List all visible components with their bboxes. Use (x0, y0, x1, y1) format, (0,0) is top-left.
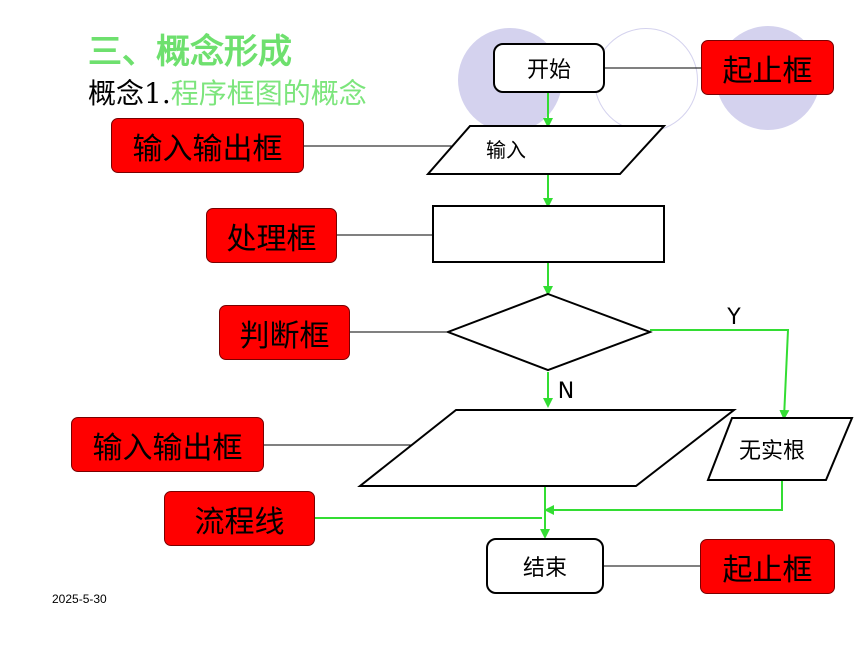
subtitle-rest: 程序框图的概念 (170, 77, 367, 110)
start-text: 开始 (527, 58, 571, 83)
subtitle-lead: 概念1. (88, 77, 171, 110)
output-parallelogram (357, 409, 737, 487)
slide-date: 2025-5-30 (52, 592, 107, 606)
tag-io-bottom: 输入输出框 (71, 417, 264, 472)
process-box (432, 205, 665, 263)
start-terminal (493, 43, 605, 93)
flow-decision-yes-branch (650, 329, 790, 420)
slide-title: 三、概念形成 (88, 32, 292, 72)
tag-terminal-top: 起止框 (701, 40, 834, 95)
tag-io-top: 输入输出框 (111, 118, 304, 173)
tag-terminal-bottom: 起止框 (700, 539, 835, 594)
input-parallelogram (425, 125, 667, 175)
branch-no-label: N (558, 379, 574, 404)
tag-flowline: 流程线 (164, 491, 315, 546)
end-terminal (486, 538, 604, 594)
decision-diamond (445, 292, 653, 372)
end-text: 结束 (523, 556, 567, 581)
branch-yes-label: Y (726, 305, 741, 330)
no-real-root-text: 无实根 (739, 439, 805, 464)
flow-no-real-root-merge (544, 480, 783, 515)
tag-decision: 判断框 (219, 305, 350, 360)
input-text: 输入 (486, 138, 526, 162)
tag-process: 处理框 (206, 208, 337, 263)
slide-subtitle: 概念1.程序框图的概念 (88, 72, 367, 112)
no-real-root-parallelogram (706, 417, 854, 481)
